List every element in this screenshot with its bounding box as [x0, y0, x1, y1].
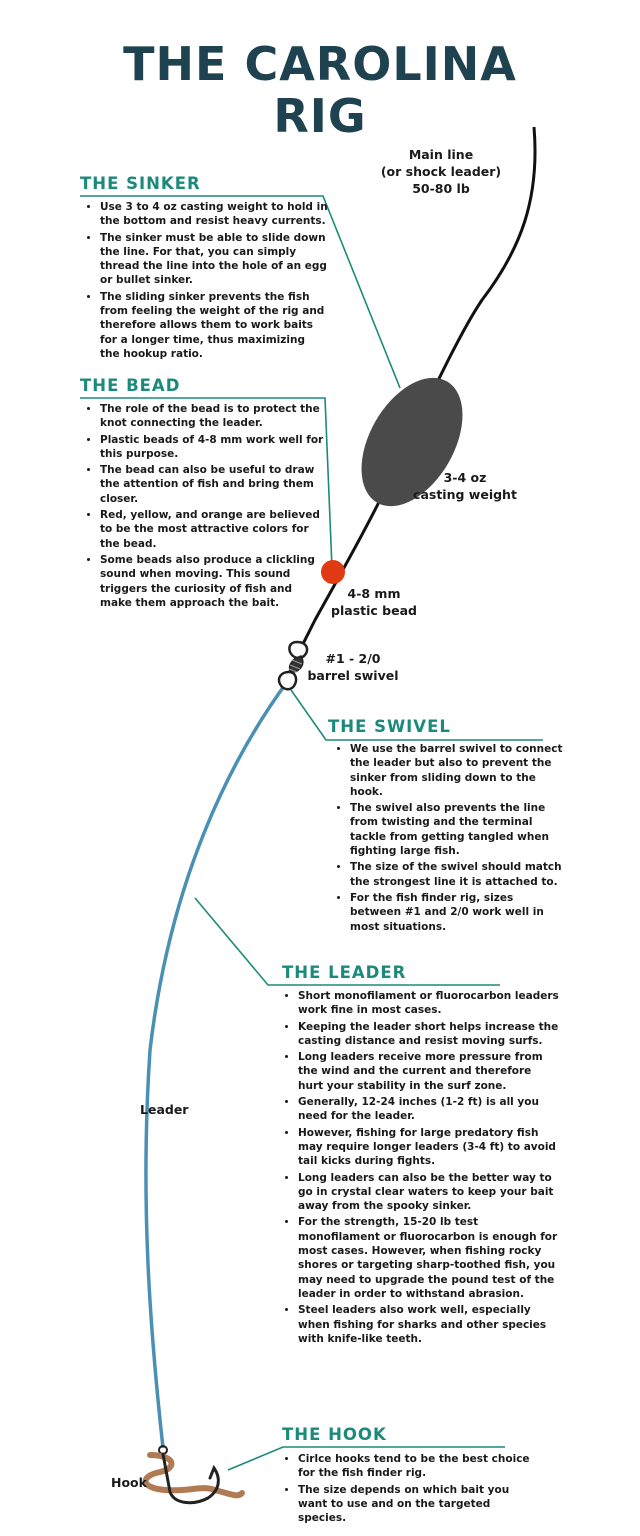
hook-heading: THE HOOK: [282, 1425, 387, 1444]
bait-worm: [142, 1452, 245, 1499]
list-item: Generally, 12-24 inches (1-2 ft) is all …: [298, 1095, 560, 1124]
main-line-label-1: Main line: [408, 147, 474, 162]
swivel-label-1: #1 - 2/0: [325, 651, 381, 666]
list-item: Short monofilament or fluorocarbon leade…: [298, 989, 560, 1018]
main-line-label-2: (or shock leader): [380, 164, 502, 179]
bead-label-2: plastic bead: [331, 603, 417, 618]
swivel-label: #1 - 2/0 barrel swivel: [300, 650, 406, 684]
leader-connector: [194, 897, 500, 986]
title-line-2: RIG: [273, 89, 367, 143]
list-item: The size of the swivel should match the …: [350, 860, 566, 889]
leader-list: Short monofilament or fluorocarbon leade…: [282, 989, 560, 1348]
list-item: However, fishing for large predatory fis…: [298, 1126, 560, 1169]
weight-label-1: 3-4 oz: [443, 470, 487, 485]
list-item: The bead can also be useful to draw the …: [100, 463, 324, 506]
bead-label-1: 4-8 mm: [347, 586, 401, 601]
bead-list: The role of the bead is to protect the k…: [84, 402, 324, 612]
hook-label: Hook: [111, 1475, 147, 1490]
swivel-label-2: barrel swivel: [307, 668, 399, 683]
leader-heading: THE LEADER: [282, 963, 407, 982]
list-item: Use 3 to 4 oz casting weight to hold in …: [100, 200, 328, 229]
hook-icon: [142, 1445, 245, 1505]
leader-label: Leader: [140, 1102, 189, 1117]
sinker-connector: [80, 195, 401, 389]
swivel-heading: THE SWIVEL: [328, 717, 451, 736]
list-item: The sinker must be able to slide down th…: [100, 231, 328, 288]
sinker-weight-icon: [361, 377, 463, 507]
hook-connector: [227, 1446, 505, 1471]
bead-icon: [321, 560, 345, 584]
bead-connector: [80, 397, 333, 569]
main-line-label-3: 50-80 lb: [412, 181, 470, 196]
sinker-list: Use 3 to 4 oz casting weight to hold in …: [84, 200, 328, 363]
list-item: Steel leaders also work well, especially…: [298, 1303, 560, 1346]
list-item: Plastic beads of 4-8 mm work well for th…: [100, 433, 324, 462]
main-line-label: Main line (or shock leader) 50-80 lb: [380, 146, 502, 197]
hook-list: Cirlce hooks tend to be the best choice …: [282, 1452, 534, 1527]
swivel-connector: [290, 689, 543, 741]
list-item: Keeping the leader short helps increase …: [298, 1020, 560, 1049]
list-item: The size depends on which bait you want …: [298, 1483, 534, 1526]
page-title: THE CAROLINA RIG: [0, 38, 640, 142]
bead-heading: THE BEAD: [80, 376, 181, 395]
list-item: We use the barrel swivel to connect the …: [350, 742, 566, 799]
weight-label: 3-4 oz casting weight: [410, 469, 520, 503]
list-item: Long leaders can also be the better way …: [298, 1171, 560, 1214]
list-item: The sliding sinker prevents the fish fro…: [100, 290, 328, 361]
swivel-list: We use the barrel swivel to connect the …: [334, 742, 566, 936]
title-line-1: THE CAROLINA: [123, 37, 517, 91]
list-item: Cirlce hooks tend to be the best choice …: [298, 1452, 534, 1481]
list-item: The swivel also prevents the line from t…: [350, 801, 566, 858]
list-item: Some beads also produce a clickling soun…: [100, 553, 324, 610]
sinker-heading: THE SINKER: [80, 174, 201, 193]
list-item: Red, yellow, and orange are believed to …: [100, 508, 324, 551]
weight-label-2: casting weight: [413, 487, 517, 502]
connector-lines: [80, 195, 543, 1471]
bead-label: 4-8 mm plastic bead: [326, 585, 422, 619]
leader-line: [144, 680, 289, 1449]
list-item: The role of the bead is to protect the k…: [100, 402, 324, 431]
list-item: Long leaders receive more pressure from …: [298, 1050, 560, 1093]
list-item: For the fish finder rig, sizes between #…: [350, 891, 566, 934]
barrel-swivel-icon: [277, 640, 309, 691]
list-item: For the strength, 15-20 lb test monofila…: [298, 1215, 560, 1301]
